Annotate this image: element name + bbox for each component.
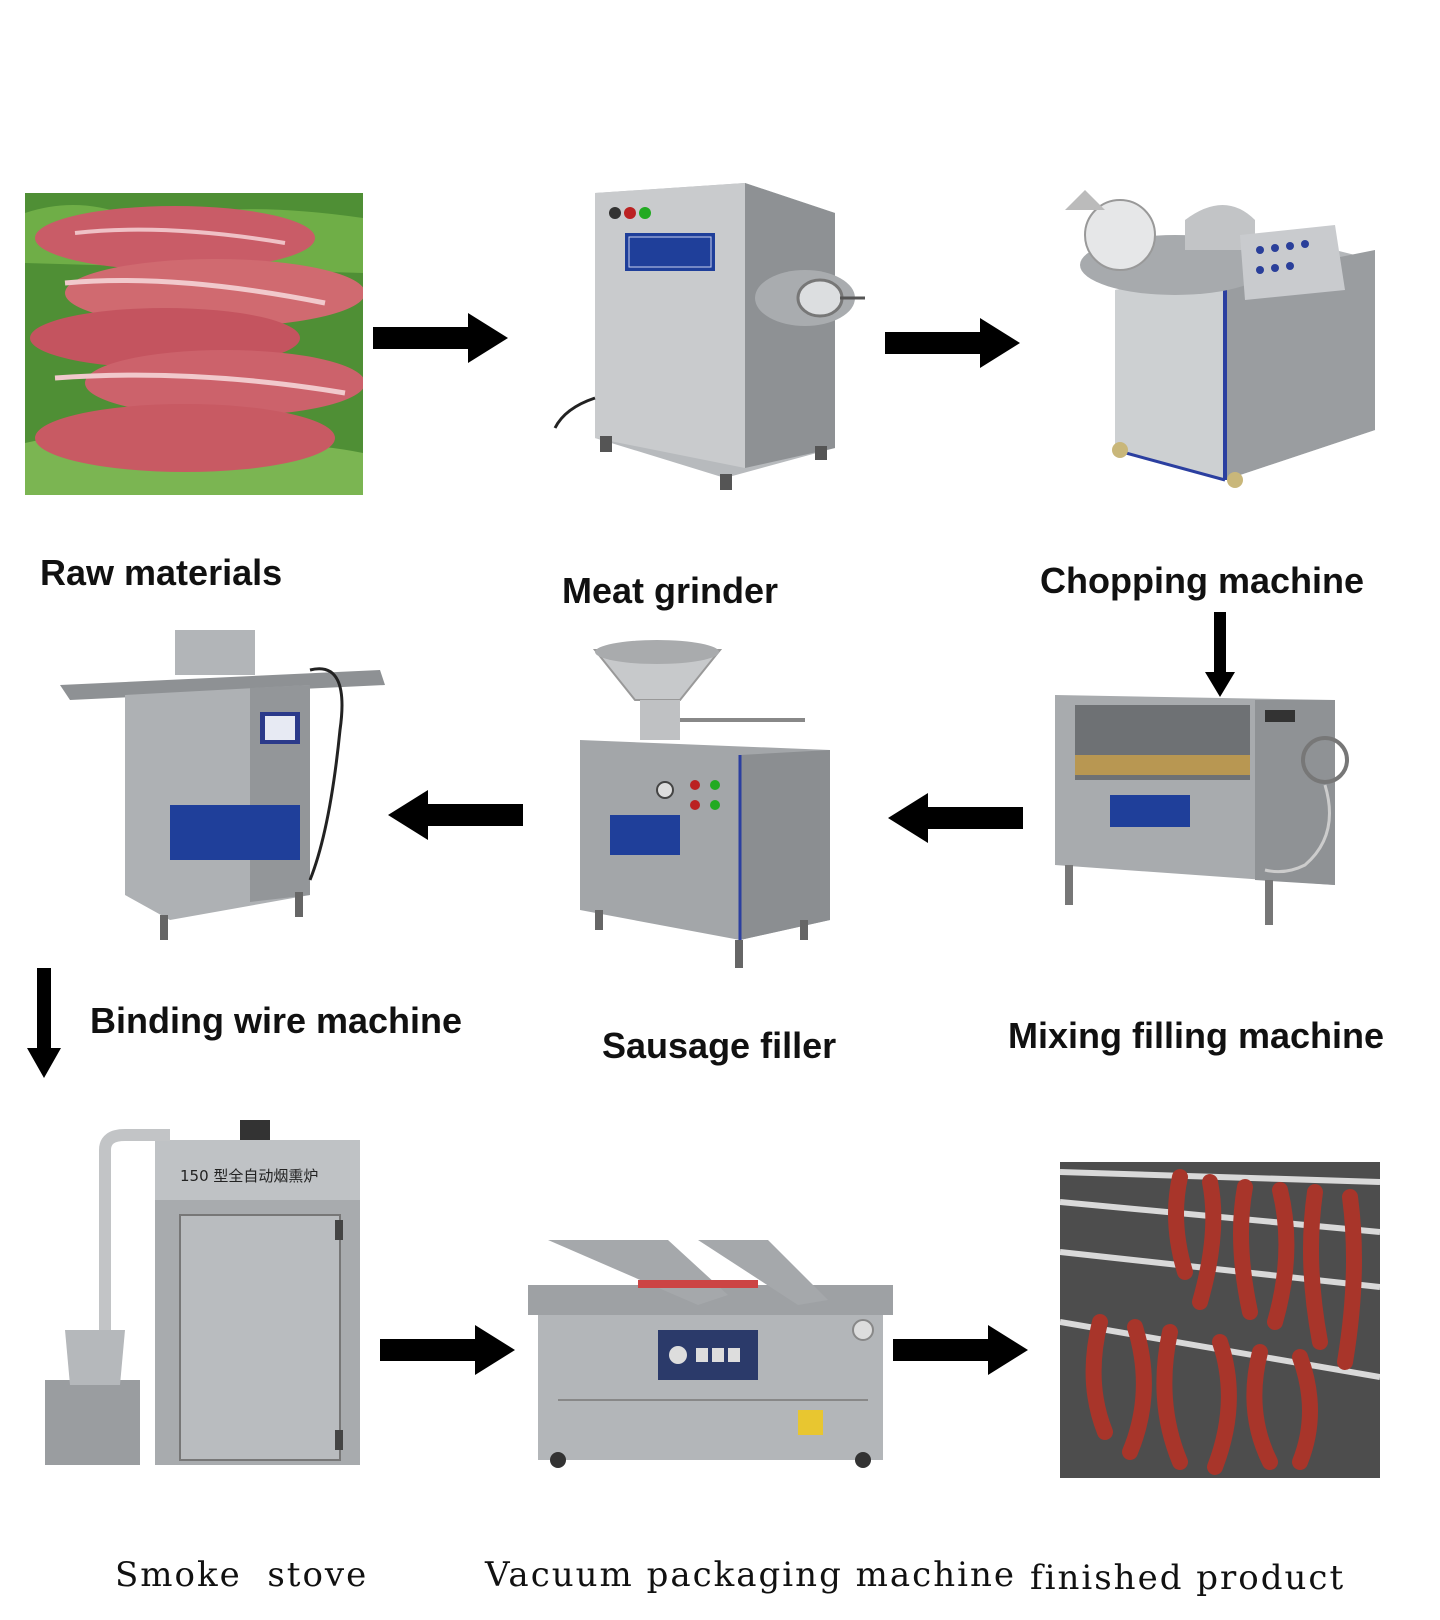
- arrow-right-icon: [893, 1325, 1028, 1375]
- arrow-left-icon: [888, 793, 1023, 843]
- smoke-oven-title-text: 150 型全自动烟熏炉: [180, 1165, 318, 1186]
- arrow-right-icon: [380, 1325, 515, 1375]
- mixing-filling-machine-image: [1055, 685, 1365, 945]
- vacuum-packaging-machine-image: [528, 1220, 893, 1475]
- arrow-down-icon: [27, 968, 61, 1078]
- binding-wire-machine-image: [60, 630, 395, 950]
- arrow-left-icon: [388, 790, 523, 840]
- finished-product-image: [1060, 1162, 1380, 1478]
- arrow-right-icon: [373, 313, 508, 363]
- mixing-filling-machine-label: Mixing filling machine: [1008, 1015, 1384, 1057]
- meat-grinder-image: [545, 178, 880, 493]
- binding-wire-machine-label: Binding wire machine: [90, 1000, 462, 1042]
- raw-materials-label: Raw materials: [40, 552, 282, 594]
- meat-grinder-label: Meat grinder: [562, 570, 778, 612]
- vacuum-packaging-machine-label: Vacuum packaging machine: [485, 1555, 1016, 1595]
- sausage-filler-label: Sausage filler: [602, 1025, 836, 1067]
- arrow-right-icon: [885, 318, 1020, 368]
- sausage-filler-image: [580, 640, 845, 985]
- chopping-machine-image: [1045, 180, 1375, 492]
- finished-product-label: finished product: [1030, 1558, 1345, 1598]
- chopping-machine-label: Chopping machine: [1040, 560, 1364, 602]
- raw-materials-image: [25, 193, 363, 495]
- smoke-stove-label: Smoke stove: [115, 1555, 368, 1595]
